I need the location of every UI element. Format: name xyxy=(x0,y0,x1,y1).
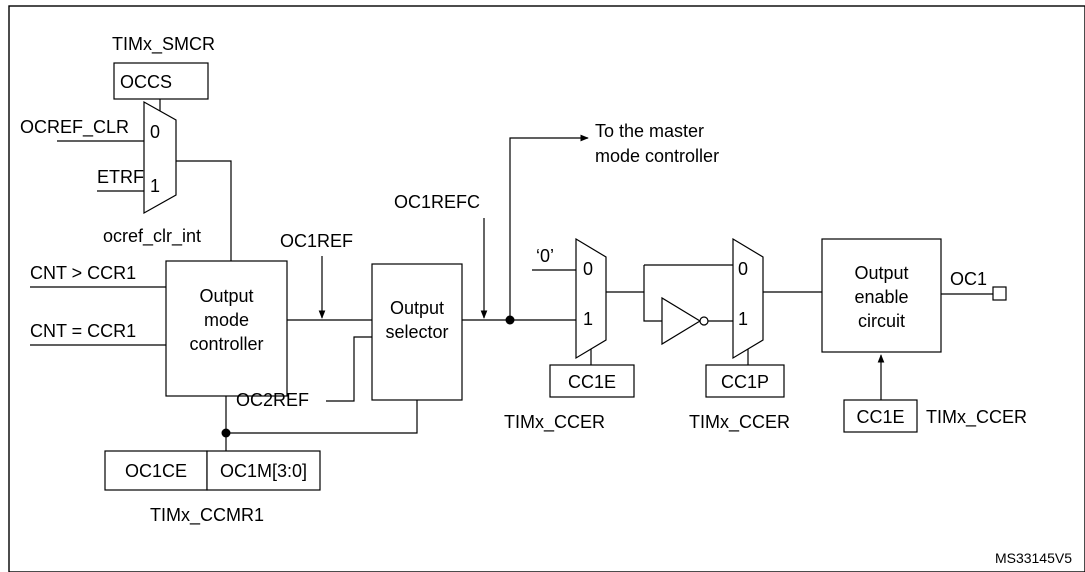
zero-constant-signal: ‘0’ xyxy=(536,246,554,266)
oe-label-line3: circuit xyxy=(858,311,905,331)
mux2-input-1: 1 xyxy=(583,309,593,329)
cc1e-bit-label-b: CC1E xyxy=(856,407,904,427)
oc1ce-bit-box xyxy=(104,450,208,491)
mux3-input-1: 1 xyxy=(738,309,748,329)
cc1e-bit-label-a: CC1E xyxy=(568,372,616,392)
mux1-input-1: 1 xyxy=(150,176,160,196)
cc1p-polarity-mux xyxy=(732,237,764,360)
oc1ref-signal: OC1REF xyxy=(280,231,353,251)
ccmr1-register-label: TIMx_CCMR1 xyxy=(150,505,264,526)
occs-bit-label: OCCS xyxy=(120,72,172,92)
mux3-input-0: 0 xyxy=(738,259,748,279)
occs-bit-box xyxy=(113,62,209,100)
cc1p-bit-label: CC1P xyxy=(721,372,769,392)
oc1ce-bit-label: OC1CE xyxy=(125,461,187,481)
oe-label-line2: enable xyxy=(854,287,908,307)
ocref-clr-int-signal: ocref_clr_int xyxy=(103,226,201,247)
output-enable-circuit-block xyxy=(821,238,942,353)
figure-reference-code: MS33145V5 xyxy=(995,550,1072,566)
ccer-register-label-c: TIMx_CCER xyxy=(926,407,1027,428)
etrf-signal: ETRF xyxy=(97,167,144,187)
master-mode-label-line2: mode controller xyxy=(595,146,719,166)
selector-label-line2: selector xyxy=(385,322,448,342)
ocref-clr-signal: OCREF_CLR xyxy=(20,117,129,138)
ccer-register-label-a: TIMx_CCER xyxy=(504,412,605,433)
smcr-register-label: TIMx_SMCR xyxy=(112,34,215,55)
oc1-output-pin xyxy=(992,286,1007,301)
master-mode-label-line1: To the master xyxy=(595,121,704,141)
selector-label-line1: Output xyxy=(390,298,444,318)
oe-label-line1: Output xyxy=(854,263,908,283)
figure-frame xyxy=(8,5,1085,572)
omc-label-line1: Output xyxy=(199,286,253,306)
cc1e-bit-box-a xyxy=(549,364,635,398)
ocref-clr-mux xyxy=(143,100,177,215)
output-mode-controller-block xyxy=(165,260,288,397)
oc1m-bit-box xyxy=(206,450,321,491)
oc1refc-signal: OC1REFC xyxy=(394,192,480,212)
oc1-signal: OC1 xyxy=(950,269,987,289)
cnt-eq-ccr1-signal: CNT = CCR1 xyxy=(30,321,136,341)
cnt-gt-ccr1-signal: CNT > CCR1 xyxy=(30,263,136,283)
output-selector-block xyxy=(371,263,463,401)
cc1p-bit-box xyxy=(705,364,785,398)
mux1-input-0: 0 xyxy=(150,122,160,142)
inverter-bubble xyxy=(699,316,709,326)
oc1m-bit-label: OC1M[3:0] xyxy=(220,461,307,481)
mux2-input-0: 0 xyxy=(583,259,593,279)
omc-label-line2: mode xyxy=(204,310,249,330)
omc-label-line3: controller xyxy=(189,334,263,354)
cc1e-enable-mux xyxy=(575,237,607,360)
ccer-register-label-b: TIMx_CCER xyxy=(689,412,790,433)
cc1e-bit-box-b xyxy=(843,399,918,433)
oc2ref-signal: OC2REF xyxy=(236,390,309,410)
inverter-gate xyxy=(661,296,702,346)
